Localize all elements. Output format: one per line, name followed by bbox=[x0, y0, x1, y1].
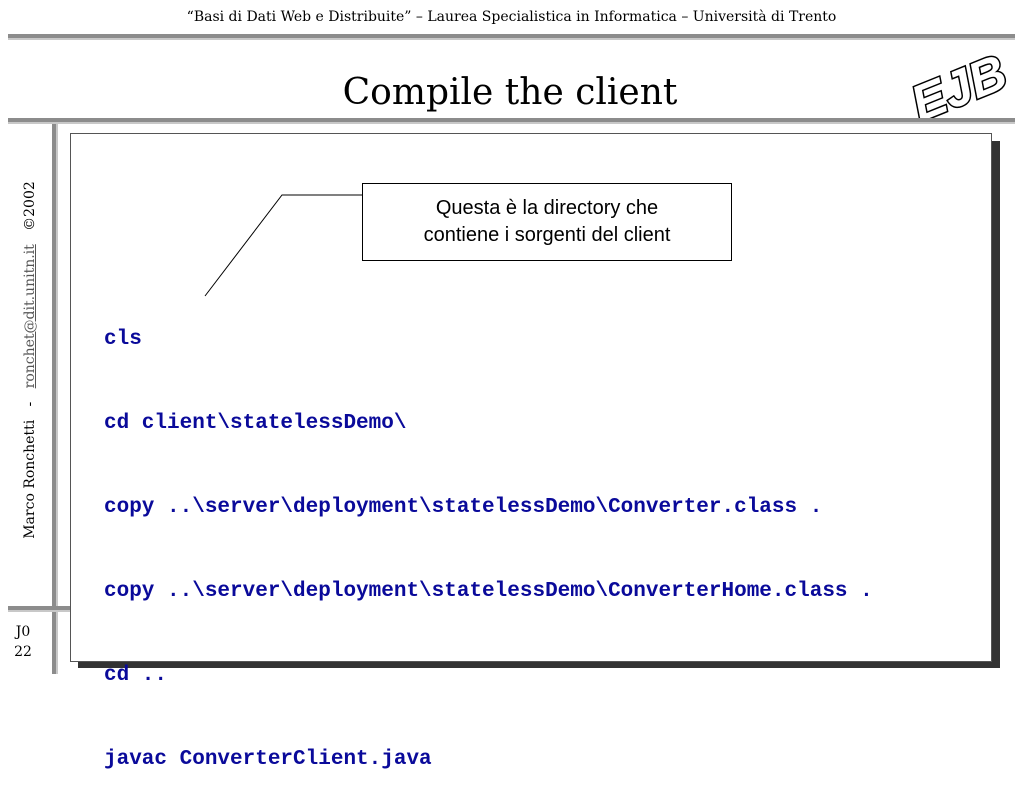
title-rule-light bbox=[8, 122, 1015, 124]
author-name: Marco Ronchetti bbox=[22, 419, 38, 539]
footer-left-rule bbox=[8, 606, 70, 610]
left-vertical-rule bbox=[52, 124, 56, 674]
ejb-logo-text: EJB bbox=[903, 44, 1010, 118]
top-rule-light bbox=[8, 38, 1015, 40]
callout-box: Questa è la directory che contiene i sor… bbox=[362, 183, 732, 261]
course-header: “Basi di Dati Web e Distribuite” – Laure… bbox=[186, 9, 837, 25]
code-line: cls bbox=[104, 328, 142, 351]
code-line: copy ..\server\deployment\statelessDemo\… bbox=[104, 580, 873, 603]
code-block: cls cd client\statelessDemo\ copy ..\ser… bbox=[104, 270, 873, 802]
copyright: ©2002 bbox=[22, 181, 38, 231]
code-line: copy ..\server\deployment\statelessDemo\… bbox=[104, 496, 823, 519]
callout-line-1: Questa è la directory che bbox=[435, 197, 659, 219]
slide-page-number: 22 bbox=[14, 644, 32, 660]
title-rule bbox=[8, 118, 1015, 122]
author-email-link[interactable]: ronchet@dit.unitn.it bbox=[22, 244, 38, 389]
author-sidebar: Marco Ronchetti - ronchet@dit.unitn.it ©… bbox=[22, 181, 38, 539]
slide-id: J0 22 bbox=[8, 622, 38, 662]
author-separator: - bbox=[22, 401, 38, 407]
ejb-logo: EJB bbox=[902, 42, 1010, 118]
code-line: cd .. bbox=[104, 664, 168, 687]
footer-left-rule-light bbox=[8, 610, 70, 612]
slide-id-prefix: J0 bbox=[15, 624, 31, 640]
left-vertical-rule-light bbox=[56, 124, 58, 674]
top-rule bbox=[8, 34, 1015, 38]
slide-title: Compile the client bbox=[342, 72, 678, 113]
callout-line-2: contiene i sorgenti del client bbox=[423, 224, 671, 246]
code-line: javac ConverterClient.java bbox=[104, 748, 432, 771]
code-line: cd client\statelessDemo\ bbox=[104, 412, 407, 435]
